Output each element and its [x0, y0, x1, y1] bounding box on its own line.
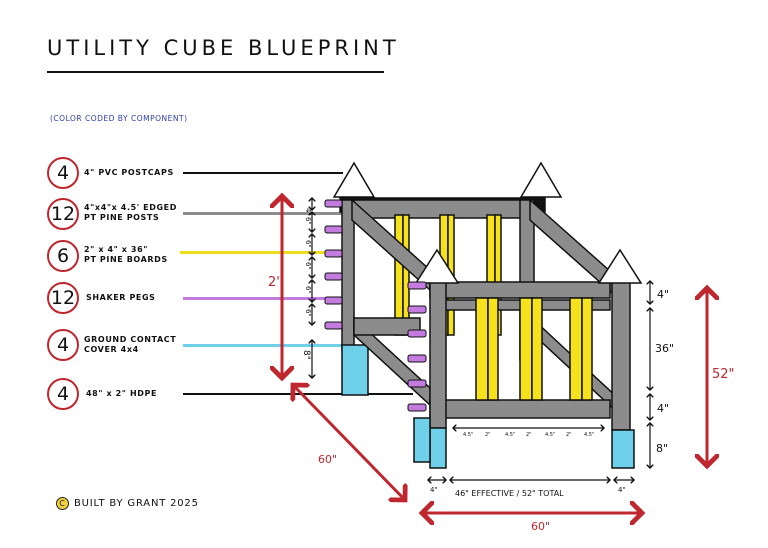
peg-icon [407, 305, 427, 314]
spacing-label: 4.5" [584, 432, 594, 438]
post-cap-icon [332, 161, 376, 198]
spacing-label: 4.5" [505, 432, 515, 438]
peg-icon [324, 249, 343, 258]
ground-cover-front-left [429, 427, 447, 469]
peg-icon [324, 321, 343, 330]
copyright-icon: C [56, 497, 69, 510]
subtitle: (COLOR CODED BY COMPONENT) [50, 114, 188, 123]
spacing-label: 2" [566, 432, 571, 438]
depth-label: 60" [318, 453, 337, 466]
ground-cover-back-left [341, 344, 369, 396]
post-width-right-label: 4" [618, 486, 626, 494]
legend-label: 2" x 4" x 36" PT PINE BOARDS [84, 245, 168, 264]
spacing-label: 4.5" [463, 432, 473, 438]
leader-line [183, 212, 343, 215]
spacing-label: 6" [304, 286, 312, 294]
quantity-badge: 4 [47, 378, 79, 410]
front-board [519, 297, 533, 401]
front-top-rail [429, 281, 611, 299]
leader-line [183, 172, 343, 174]
spacing-label: 6" [304, 217, 312, 225]
depth-arrow [293, 385, 405, 500]
board-spacing-labels: 4.5" 2" 4.5" 2" 4.5" 2" 4.5" [463, 432, 594, 438]
legend-label: SHAKER PEGS [86, 293, 156, 302]
front-left-post [429, 279, 447, 429]
height-2ft-label: 2' [268, 275, 280, 290]
dim-ground-label: 8" [656, 442, 668, 455]
post-width-left-label: 4" [430, 486, 438, 494]
legend-label: 4"x4"x 4.5' EDGED PT PINE POSTS [84, 203, 177, 222]
front-board [475, 297, 489, 401]
span-label: 46" EFFECTIVE / 52" TOTAL [455, 489, 564, 498]
spacing-label: 4.5" [545, 432, 555, 438]
post-caps [332, 161, 643, 284]
spacing-label: 6" [304, 240, 312, 248]
spacing-label: 6" [304, 309, 312, 317]
red-dimensions [282, 196, 707, 513]
peg-icon [407, 329, 427, 338]
credit-text: BUILT BY GRANT 2025 [74, 498, 199, 509]
peg-icon [324, 272, 343, 281]
peg-spacing-labels: 4" 6" 6" 6" 6" 6" 8" [301, 208, 312, 360]
post-cap-icon [519, 161, 563, 198]
dim-rail-label: 4" [657, 402, 669, 415]
leader-line [183, 297, 343, 300]
ground-cover-front-right [611, 429, 635, 469]
page-title: UTILITY CUBE BLUEPRINT [47, 36, 400, 60]
peg-icon [407, 281, 427, 290]
back-left-post [341, 199, 355, 351]
front-bottom-rail [429, 399, 611, 419]
quantity-badge: 4 [47, 329, 79, 361]
quantity-badge: 12 [47, 198, 79, 230]
legend-label: GROUND CONTACT COVER 4x4 [84, 335, 177, 354]
quantity-badge: 12 [47, 282, 79, 314]
quantity-badge: 4 [47, 157, 79, 189]
title-underline [47, 71, 384, 73]
front-frame [413, 279, 635, 469]
spacing-label: 6" [304, 262, 312, 270]
total-height-label: 52" [712, 367, 735, 382]
dimension-labels: 2' 52" 60" 60" 4" 36" 4" 8" 46" EFFECTIV… [268, 208, 735, 533]
legend-label: 48" x 2" HDPE [86, 389, 158, 398]
width-label: 60" [531, 520, 550, 533]
post-cap-icon [597, 248, 643, 284]
front-right-post [611, 279, 631, 431]
peg-icon [407, 354, 427, 363]
leader-line [183, 344, 343, 347]
spacing-label: 2" [526, 432, 531, 438]
quantity-badge: 6 [47, 240, 79, 272]
shaker-pegs [324, 199, 427, 412]
spacing-label: 4" [304, 208, 312, 216]
back-board [394, 214, 404, 336]
credit: C BUILT BY GRANT 2025 [56, 497, 199, 510]
front-board [569, 297, 583, 401]
dim-middle-label: 36" [655, 342, 674, 355]
left-frame [341, 198, 431, 407]
post-cap-icon [414, 248, 460, 284]
legend-label: 4" PVC POSTCAPS [84, 168, 174, 177]
dim-top-label: 4" [657, 288, 669, 301]
peg-icon [407, 379, 427, 388]
leader-line [180, 251, 345, 254]
peg-icon [324, 199, 343, 208]
peg-icon [324, 296, 343, 305]
black-dimensions [312, 198, 650, 480]
spacing-label: 2" [485, 432, 490, 438]
spacing-label: 8" [301, 350, 311, 360]
peg-icon [324, 225, 343, 234]
peg-icon [407, 403, 427, 412]
ground-cover-side [413, 417, 431, 463]
